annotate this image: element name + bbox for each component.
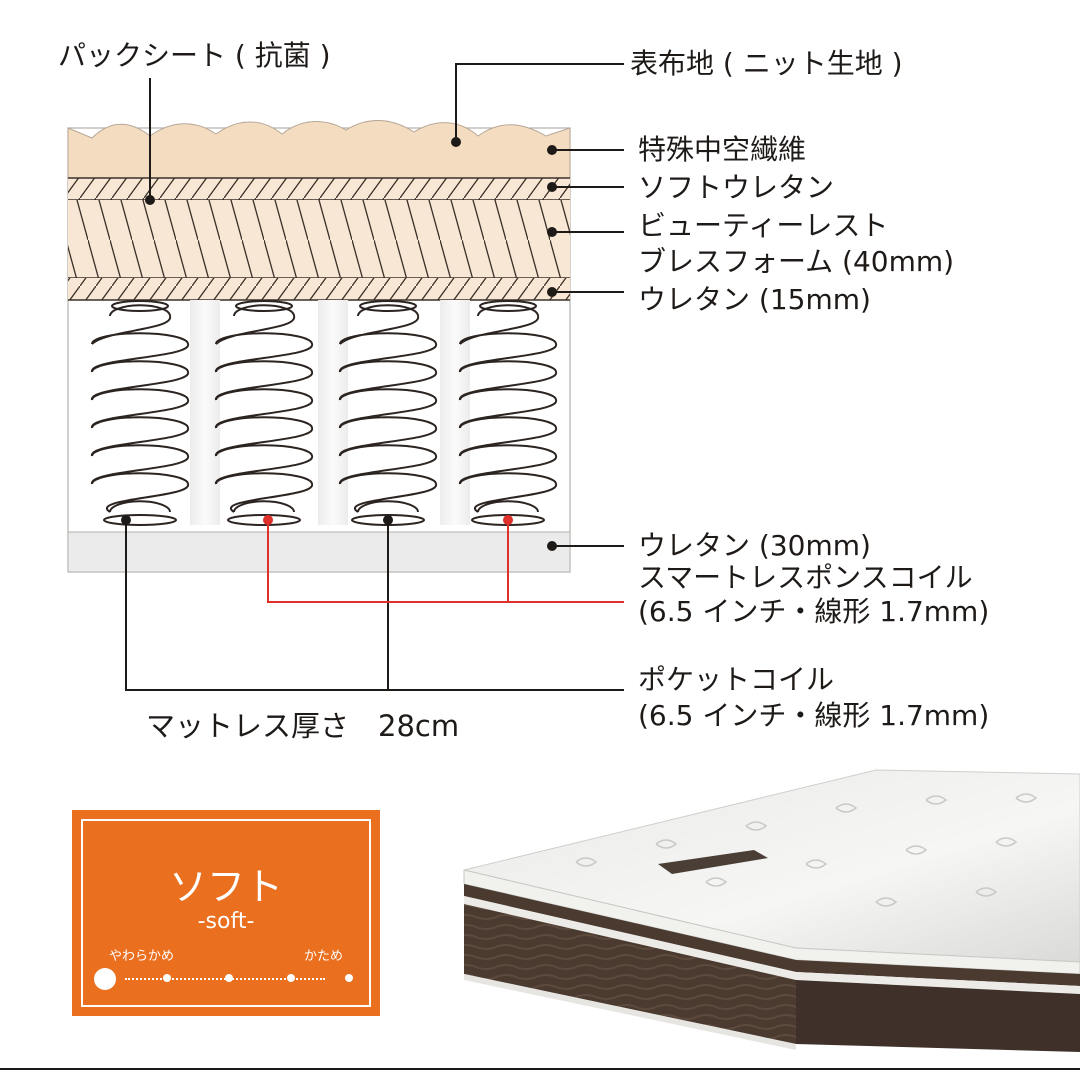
- layer-hollow-fiber: [67, 119, 571, 179]
- scale-soft-label: やわらかめ: [109, 949, 175, 964]
- bottom-divider: [0, 1068, 1080, 1070]
- label-smart-coil-line1: スマートレスポンスコイル: [638, 561, 973, 594]
- softness-card-frame: ソフト -soft- やわらかめ かため: [81, 819, 371, 1007]
- coil-top-ring: [479, 300, 537, 312]
- label-urethane-30: ウレタン (30mm): [638, 529, 871, 562]
- coil-spring: [339, 304, 437, 513]
- softness-title: ソフト: [168, 865, 283, 909]
- coil-top-ring: [359, 300, 417, 312]
- scale-dot: [287, 974, 295, 982]
- mattress-label-patch: [658, 850, 768, 874]
- mattress-cross-section-diagram: [67, 63, 624, 691]
- leader-pocket-coil: [125, 520, 388, 691]
- coil-top-ring: [235, 300, 293, 312]
- scale-firm-label: かため: [303, 949, 343, 964]
- coil-area: [190, 300, 470, 525]
- coil-top-ring: [111, 300, 169, 312]
- label-soft-urethane: ソフトウレタン: [638, 171, 835, 204]
- label-smart-coil-line2: (6.5 インチ・線形 1.7mm): [638, 595, 990, 628]
- label-beautyrest-line2: ブレスフォーム (40mm): [638, 245, 955, 278]
- softness-subtitle: -soft-: [197, 909, 255, 934]
- mattress-product-image: [463, 769, 1080, 1052]
- mattress-side: [464, 904, 796, 1044]
- layer-urethane-30mm: [67, 531, 571, 573]
- scale-dot: [163, 974, 171, 982]
- label-pocket-coil-line1: ポケットコイル: [638, 663, 835, 696]
- leader-top-fabric: [455, 63, 624, 140]
- coil-base-ring: [227, 514, 301, 526]
- scale-dot: [225, 974, 233, 982]
- leader-smart-coil: [267, 520, 624, 603]
- coil-spring: [215, 304, 313, 513]
- coil-base-ring: [103, 514, 177, 526]
- firmness-indicator-knob: [94, 968, 116, 990]
- coil-spring: [91, 304, 189, 513]
- label-beautyrest-line1: ビューティーレスト: [638, 209, 889, 242]
- coil-spring: [459, 304, 557, 513]
- scale-dot: [345, 974, 353, 982]
- label-thickness: マットレス厚さ 28cm: [146, 709, 460, 743]
- label-hollow-fiber: 特殊中空繊維: [638, 133, 807, 166]
- softness-card: ソフト -soft- やわらかめ かため: [72, 810, 380, 1016]
- label-pack-sheet: パックシート ( 抗菌 ): [58, 39, 331, 72]
- label-pocket-coil-line2: (6.5 インチ・線形 1.7mm): [638, 699, 990, 732]
- label-urethane-15: ウレタン (15mm): [638, 283, 871, 316]
- label-top-fabric: 表布地 ( ニット生地 ): [630, 47, 903, 80]
